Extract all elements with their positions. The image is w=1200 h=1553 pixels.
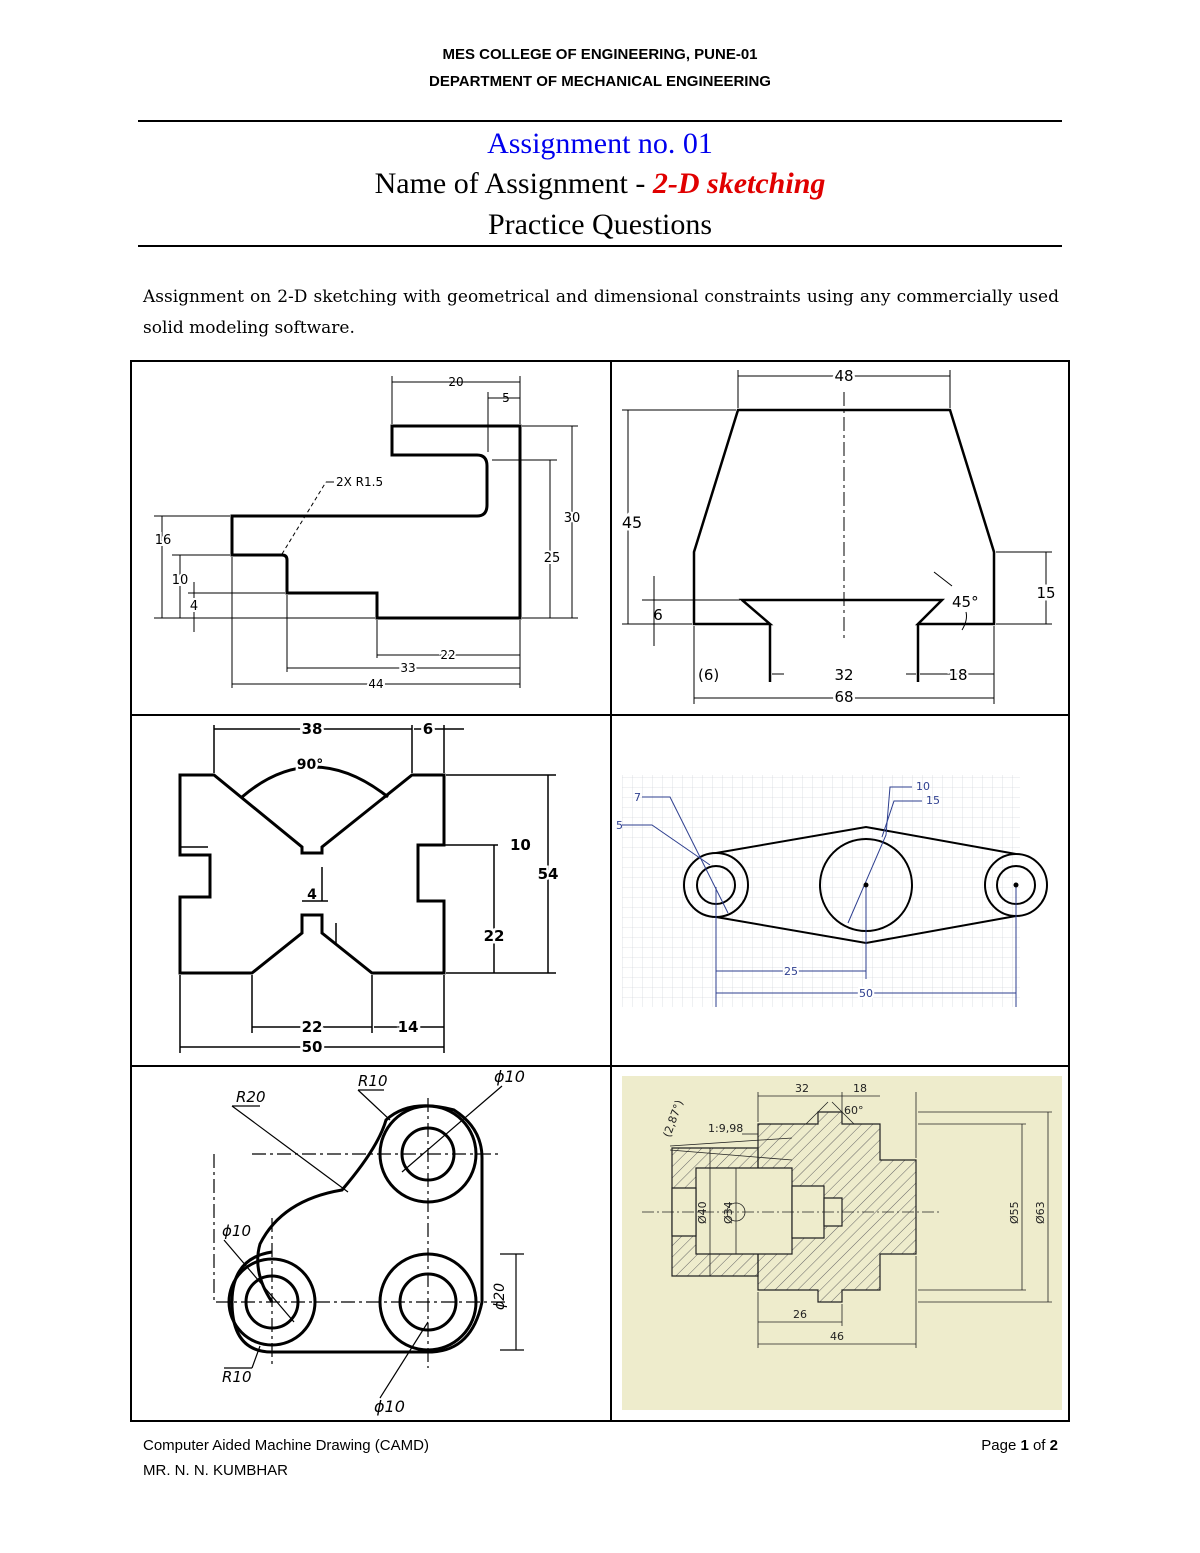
page-total: 2 xyxy=(1049,1437,1058,1454)
grid-lines xyxy=(130,360,1070,1422)
fig4-dim-15: 15 xyxy=(926,794,940,807)
fig3-dim-54: 54 xyxy=(538,865,559,883)
page-number: 1 xyxy=(1020,1437,1029,1454)
figure-2-tapered-block: 48 45 15 6 45° (6) 32 18 68 xyxy=(612,362,1068,714)
fig2-dim-45: 45 xyxy=(622,513,642,532)
footer-course: Computer Aided Machine Drawing (CAMD) xyxy=(143,1437,429,1454)
fig5-r10-bottom: R10 xyxy=(222,1368,252,1386)
fig6-taper-ratio: 1:9,98 xyxy=(708,1122,743,1135)
fig4-dim-50: 50 xyxy=(859,987,873,1000)
figure-3-v-block: 38 6 90° 10 54 4 22 22 14 50 xyxy=(132,717,610,1065)
fig1-dim-4: 4 xyxy=(190,599,198,614)
fig6-dia-55: Ø55 xyxy=(1008,1201,1021,1224)
fig2-dim-32: 32 xyxy=(834,666,853,684)
bottom-rule xyxy=(138,245,1062,247)
fig2-dim-18: 18 xyxy=(948,666,967,684)
fig4-dim-10: 10 xyxy=(916,780,930,793)
fig2-dim-68: 68 xyxy=(834,688,853,706)
fig2-dim-48: 48 xyxy=(834,367,853,385)
fig5-phi10-top: ϕ10 xyxy=(494,1068,525,1086)
fig5-r20: R20 xyxy=(236,1088,266,1106)
fig1-dim-22: 22 xyxy=(440,648,455,662)
page-label: Page xyxy=(981,1437,1021,1454)
fig3-dim-50: 50 xyxy=(302,1038,323,1056)
fig1-dim-10: 10 xyxy=(172,573,189,588)
fig6-dim-26: 26 xyxy=(793,1308,807,1321)
intro-paragraph: Assignment on 2-D sketching with geometr… xyxy=(143,287,1059,338)
fig3-dim-38: 38 xyxy=(302,720,323,738)
fig3-angle-90: 90° xyxy=(297,757,323,773)
fig2-angle-45: 45° xyxy=(952,593,979,611)
fig6-dia-40: Ø40 xyxy=(696,1201,709,1224)
college-name: MES COLLEGE OF ENGINEERING, PUNE-01 xyxy=(442,46,758,63)
fig1-dim-44: 44 xyxy=(368,677,383,691)
page-of: of xyxy=(1028,1437,1050,1454)
fig6-dia-63: Ø63 xyxy=(1034,1201,1047,1224)
figure-1-stepped-block: 20 5 2X R1.5 30 25 16 10 4 22 33 44 xyxy=(132,362,610,714)
fig5-r10-top: R10 xyxy=(358,1072,388,1090)
fig1-dim-20: 20 xyxy=(448,375,463,389)
fig4-dim-5: 5 xyxy=(616,819,623,832)
fig4-dim-25: 25 xyxy=(784,965,798,978)
fig2-dim-6-ref: (6) xyxy=(698,666,719,684)
footer-author: MR. N. N. KUMBHAR xyxy=(143,1462,289,1479)
fig3-dim-10: 10 xyxy=(510,836,531,854)
fig3-dim-22-vertical: 22 xyxy=(484,927,505,945)
fig1-dim-16: 16 xyxy=(155,533,172,548)
fig3-dim-14: 14 xyxy=(398,1018,419,1036)
fig1-dim-33: 33 xyxy=(400,661,415,675)
fig2-dim-15: 15 xyxy=(1036,584,1055,602)
assignment-topic: 2-D sketching xyxy=(652,167,826,200)
fig6-dim-18: 18 xyxy=(853,1082,867,1095)
figure-4-link-plate: 10 15 7 5 25 50 xyxy=(612,717,1068,1065)
fig1-dim-30: 30 xyxy=(564,511,581,526)
department-name: DEPARTMENT OF MECHANICAL ENGINEERING xyxy=(429,73,771,90)
fig6-dia-34: Ø34 xyxy=(722,1201,735,1224)
fig4-dim-7: 7 xyxy=(634,791,641,804)
fig3-dim-22: 22 xyxy=(302,1018,323,1036)
assignment-subtitle: Practice Questions xyxy=(487,208,713,241)
figure-5-bracket: R20 R10 ϕ10 ϕ10 ϕ20 R10 ϕ10 xyxy=(132,1068,610,1420)
fig2-dim-6: 6 xyxy=(653,606,663,624)
fig6-dim-32: 32 xyxy=(795,1082,809,1095)
fig1-fillet-label: 2X R1.5 xyxy=(336,475,383,489)
top-rule xyxy=(138,120,1062,122)
fig6-angle-60: 60° xyxy=(844,1104,864,1117)
fig1-dim-5: 5 xyxy=(502,391,510,405)
fig3-dim-4: 4 xyxy=(307,887,317,903)
fig6-dim-46: 46 xyxy=(830,1330,844,1343)
fig1-dim-25: 25 xyxy=(544,551,561,566)
fig5-phi10-bottom: ϕ10 xyxy=(374,1397,405,1416)
assignment-name-prefix: Name of Assignment - xyxy=(374,167,653,200)
fig3-dim-6: 6 xyxy=(423,720,433,738)
assignment-number: Assignment no. 01 xyxy=(487,127,713,160)
footer-page: Page 1 of 2 xyxy=(981,1437,1058,1454)
figure-grid: 20 5 2X R1.5 30 25 16 10 4 22 33 44 xyxy=(130,360,1070,1422)
fig5-phi20: ϕ20 xyxy=(492,1283,508,1310)
figure-6-shaft-section: 32 18 60° (2,87°) 1:9,98 Ø40 Ø34 Ø55 Ø63… xyxy=(612,1068,1068,1420)
assignment-name: Name of Assignment - 2-D sketching xyxy=(0,167,1200,201)
fig5-phi10-left: ϕ10 xyxy=(222,1222,251,1240)
